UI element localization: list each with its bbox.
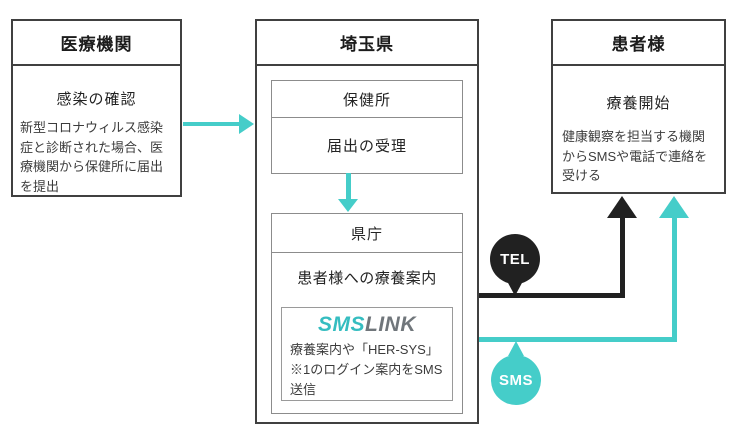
patient-box: 患者様 療養開始 健康観察を担当する機関からSMSや電話で連絡を受ける [551, 19, 726, 194]
tel-arrow-up-icon [607, 196, 637, 218]
medical-institution-title: 医療機関 [13, 21, 180, 66]
smslink-box: SMSLINK 療養案内や「HER-SYS」※1のログイン案内をSMS送信 [281, 307, 453, 401]
prefectural-office-box: 県庁 患者様への療養案内 SMSLINK 療養案内や「HER-SYS」※1のログ… [271, 213, 463, 414]
tel-connector-vertical [620, 217, 625, 298]
smslink-description: 療養案内や「HER-SYS」※1のログイン案内をSMS送信 [290, 342, 443, 398]
health-center-title: 保健所 [272, 81, 462, 118]
care-start-heading: 療養開始 [606, 95, 671, 112]
medical-institution-description: 新型コロナウィルス感染症と診断された場合、医療機関から保健所に届出を提出 [20, 120, 164, 194]
smslink-logo-sms: SMS [317, 313, 365, 336]
sms-connector-vertical [672, 217, 677, 342]
smslink-logo-link: LINK [365, 313, 416, 336]
notification-acceptance-step: 届出の受理 [326, 138, 407, 155]
arrow-right-icon [239, 114, 254, 134]
arrow-right-shaft [183, 122, 240, 126]
tel-badge: TEL [490, 234, 540, 284]
care-guidance-label: 患者様への療養案内 [297, 270, 437, 287]
sms-arrow-up-icon [659, 196, 689, 218]
saitama-prefecture-box: 埼玉県 保健所 届出の受理 県庁 患者様への療養案内 SMSLINK 療養案内や… [255, 19, 479, 424]
arrow-down-shaft [346, 173, 351, 200]
smslink-logo: SMSLINK [282, 313, 452, 337]
medical-institution-box: 医療機関 感染の確認 新型コロナウィルス感染症と診断された場合、医療機関から保健… [11, 19, 182, 197]
saitama-prefecture-title: 埼玉県 [257, 21, 477, 66]
infection-check-heading: 感染の確認 [56, 91, 137, 108]
sms-badge-tail-icon [508, 341, 524, 356]
patient-description: 健康観察を担当する機関からSMSや電話で連絡を受ける [562, 129, 708, 183]
prefectural-office-title: 県庁 [272, 214, 462, 253]
sms-connector-horizontal [479, 337, 677, 342]
arrow-down-icon [338, 199, 358, 212]
sms-badge: SMS [491, 355, 541, 405]
health-center-box: 保健所 届出の受理 [271, 80, 463, 174]
tel-badge-tail-icon [507, 281, 523, 296]
patient-title: 患者様 [553, 21, 724, 66]
tel-connector-horizontal [479, 293, 625, 298]
